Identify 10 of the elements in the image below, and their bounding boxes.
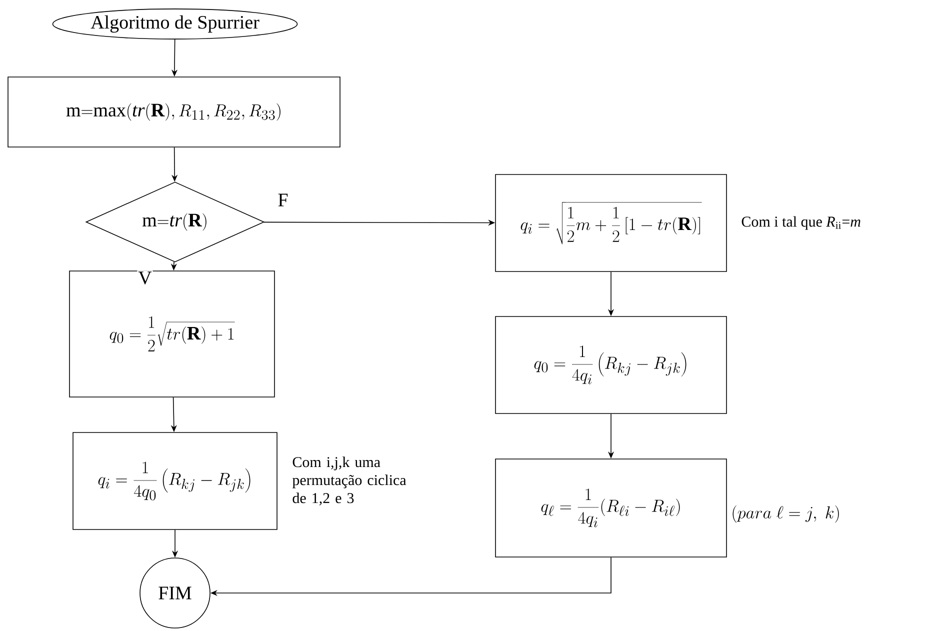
edge-label: F bbox=[276, 192, 290, 208]
process-box: $q_\ell = \frac{1}{4q_i}(R_{\ell i} - R_{i\ell})$ bbox=[495, 458, 727, 558]
edge-label: V bbox=[137, 270, 153, 286]
process-box: $\mathrm{m{=}max}(\mathit{tr}(\mathbf{R}),R_{11},R_{22},R_{33})$ bbox=[8, 76, 340, 148]
process-box: $q_0 = \frac{1}{4q_i}\left(R_{kj} - R_{jk}\right)$ bbox=[495, 316, 727, 414]
note-text: Com i,j,k uma permutação ciclica de 1,2 e 3 bbox=[292, 456, 406, 506]
note-text: Com i tal que R$_{ii}$=m bbox=[742, 216, 860, 230]
process-box: $q_i = \frac{1}{4q_0}\left(R_{kj} - R_{jk}\right)$ bbox=[72, 432, 278, 530]
note-text: $\left(para\ \ell = j,\ k\right)$ bbox=[732, 505, 839, 523]
process-box: $q_i = \sqrt{\frac{1}{2}m + \frac{1}{2}\left[1 - tr(\mathbf{R})\right]}$ bbox=[495, 174, 727, 272]
